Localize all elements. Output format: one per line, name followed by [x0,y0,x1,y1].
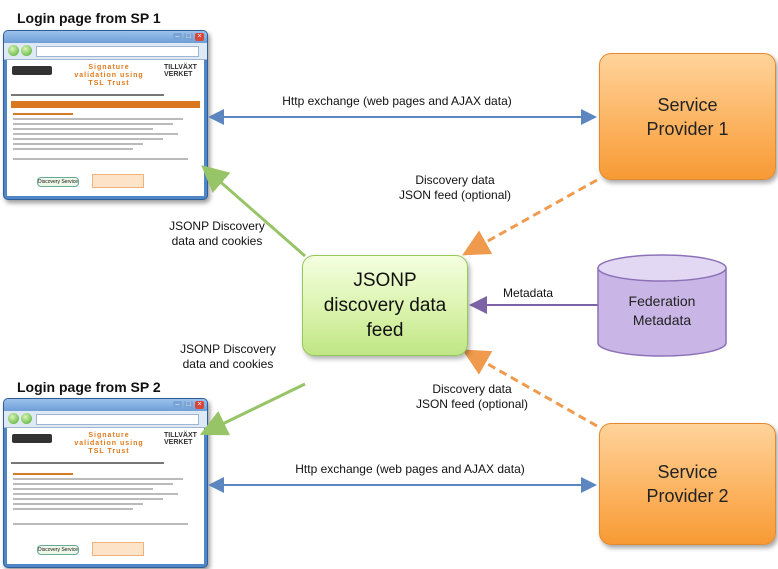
http-exchange-label-bottom: Http exchange (web pages and AJAX data) [295,462,525,476]
maximize-icon: □ [184,401,193,409]
banner-line: TSL Trust [88,80,130,87]
page-banner: Signature validation using TSL Trust [65,432,153,456]
discovery-data-label-bottom: Discovery data JSON feed (optional) [402,382,542,412]
forward-icon [21,413,32,424]
node-label: JSONP [353,270,417,291]
sp2-login-heading: Login page from SP 2 [17,379,161,395]
edge-label-line: JSON feed (optional) [398,188,512,202]
text-line [13,508,133,510]
text-line [13,478,183,480]
sp2-login-screenshot: – □ × Signature validation using TSL Tru… [3,398,208,568]
edge-label-line: Discovery data [415,173,495,187]
logo-image [12,66,52,75]
federation-metadata-cylinder [597,254,727,357]
text-line [11,94,164,96]
banner-line: Signature [88,64,130,71]
metadata-label: Metadata [502,286,554,300]
page-content: Signature validation using TSL Trust TIL… [7,60,204,196]
text-line [13,473,73,475]
node-label: Provider 2 [646,486,729,506]
jsonp-label-bottom: JSONP Discovery data and cookies [168,342,288,372]
text-line [13,483,173,485]
forward-icon [21,45,32,56]
service-provider-1-node: Service Provider 1 [599,53,776,180]
tillvaxt-logo: TILLVÄXT VERKET [164,432,197,446]
text-line [13,123,173,125]
text-line [13,128,153,130]
node-label: Provider 1 [646,118,729,139]
page-banner: Signature validation using TSL Trust [65,64,153,88]
back-icon [8,413,19,424]
edge-label-line: JSONP Discovery [169,219,265,233]
address-bar [36,46,199,57]
discovery-feed-arrow-top [462,178,598,256]
node-label: feed [366,320,404,341]
jsonp-discovery-feed-node: JSONP discovery data feed [302,255,468,356]
jsonp-arrow-bottom [199,382,306,436]
discovery-data-label-top: Discovery data JSON feed (optional) [385,173,525,203]
text-line [13,138,163,140]
banner-line: validation using [74,440,144,447]
edge-label-line: data and cookies [182,357,274,371]
tab-shape [92,174,144,188]
node-label: discovery data [323,295,447,316]
close-icon: × [195,33,204,41]
window-titlebar: – □ × [4,31,207,43]
tab-shape [92,542,144,556]
text-line [13,118,183,120]
browser-toolbar [4,43,207,60]
discovery-service-button: Discovery Service [37,177,79,187]
idp-select-bar [11,101,200,108]
text-line [13,113,73,115]
banner-line: validation using [74,72,144,79]
node-label: Metadata [632,312,692,328]
minimize-icon: – [173,401,182,409]
text-line [13,498,163,500]
discovery-service-button: Discovery Service [37,545,79,555]
text-line [13,503,143,505]
jsonp-label-top: JSONP Discovery data and cookies [157,219,277,249]
minimize-icon: – [173,33,182,41]
text-line [13,523,188,525]
maximize-icon: □ [184,33,193,41]
address-bar [36,414,199,425]
banner-line: TSL Trust [88,448,130,455]
sp1-login-screenshot: – □ × Signature validation using TSL Tru… [3,30,208,200]
federation-metadata-label: Federation Metadata [600,292,724,330]
discovery-feed-arrow-bottom [462,349,598,428]
text-line [11,462,164,464]
text-line [13,488,153,490]
window-titlebar: – □ × [4,399,207,411]
node-label: Federation [628,293,696,309]
jsonp-arrow-top [201,165,306,258]
browser-toolbar [4,411,207,428]
text-line [13,148,133,150]
text-line [13,158,188,160]
edge-label-line: Discovery data [432,382,512,396]
http-exchange-label-top: Http exchange (web pages and AJAX data) [282,94,512,108]
sp1-login-heading: Login page from SP 1 [17,10,161,26]
page-content: Signature validation using TSL Trust TIL… [7,428,204,564]
text-line [13,133,178,135]
edge-label-line: JSON feed (optional) [415,397,529,411]
node-label: Service [657,94,718,115]
close-icon: × [195,401,204,409]
text-line [13,143,143,145]
edge-label-line: data and cookies [171,234,263,248]
edge-label-line: JSONP Discovery [180,342,276,356]
service-provider-2-node: Service Provider 2 [599,423,776,545]
text-line [13,493,178,495]
banner-line: Signature [88,432,130,439]
logo-image [12,434,52,443]
back-icon [8,45,19,56]
node-label: Service [657,462,718,482]
tillvaxt-logo: TILLVÄXT VERKET [164,64,197,78]
